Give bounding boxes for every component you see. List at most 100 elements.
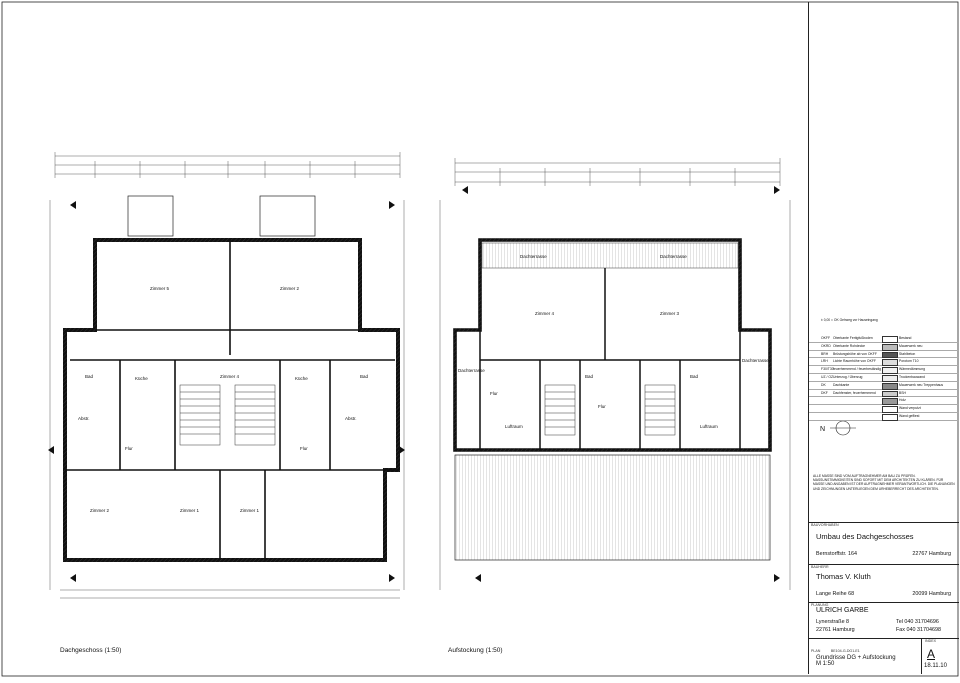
legend-swatch xyxy=(882,382,898,390)
room-label: Bad xyxy=(585,374,594,379)
legend-material: Trockenbauwand xyxy=(899,374,925,379)
planner-street: Lynerstraße 8 xyxy=(816,619,850,625)
room-label: Zimmer 3 xyxy=(660,311,679,316)
plan-caption-right: Aufstockung (1:50) xyxy=(448,647,503,654)
legend-swatch xyxy=(882,343,898,351)
client-city: 20099 Hamburg xyxy=(912,591,951,597)
dimension-lines-top xyxy=(54,152,401,178)
room-label: Bad xyxy=(360,374,369,379)
interior-walls xyxy=(479,268,741,450)
legend-material: BSH xyxy=(899,390,906,395)
legend-swatch xyxy=(882,390,898,398)
dimension-lines-side xyxy=(49,200,405,599)
plan-label: PLAN xyxy=(811,649,821,653)
outer-wall xyxy=(63,238,400,562)
disclaimer-box: ALLE MASSE SIND VOM AUFTRAGNEHMER AM BAU… xyxy=(809,474,959,524)
legend-code: DKF xyxy=(821,390,828,395)
legend-text: Dachfenster, feuerhemmend xyxy=(833,390,876,395)
plan-box: PLAN BE104-G-DG1-E1 INDEX Grundrisse DG … xyxy=(809,638,959,674)
section-markers-dg xyxy=(48,201,405,582)
legend-material: Wand gefliest xyxy=(899,413,920,418)
legend-material: Porotom T10 xyxy=(899,359,919,364)
project-street: Bernstorffstr. 164 xyxy=(816,551,857,557)
legend-code: LRH xyxy=(821,359,828,364)
planner-fax: Fax 040 31704698 xyxy=(896,627,941,633)
legend-text: Oberkante Rohdecke xyxy=(833,343,866,348)
room-label: Zimmer 1 xyxy=(180,508,199,513)
project-label: BAUVORHABEN xyxy=(811,523,839,527)
legend-material: Mauerwerk neu Treppenhaus xyxy=(899,382,944,387)
room-label: Bad xyxy=(690,374,699,379)
room-label: Dachterrasse xyxy=(660,254,687,259)
room-label: Dachterrasse xyxy=(458,368,485,373)
dimension-lines-top xyxy=(454,158,781,186)
legend-text: feuerhemmend / feuerbeständig xyxy=(833,367,882,372)
room-label: Küche xyxy=(295,376,308,381)
legend-row: DKF Dachfenster, feuerhemmend BSH xyxy=(809,390,959,398)
roof-terrace-strip xyxy=(481,242,739,269)
legend-row: Wand verputzt xyxy=(809,405,959,413)
legend-code: BRH xyxy=(821,351,829,356)
client-name: Thomas V. Kluth xyxy=(816,572,871,581)
legend-swatch xyxy=(882,374,898,382)
legend-code: F30/T30 xyxy=(821,367,834,372)
drawing-title: Grundrisse DG + Aufstockung xyxy=(816,655,896,661)
legend-note: ± 0,00 = OK Gehweg vor Hauseingang xyxy=(821,318,878,322)
legend-swatch xyxy=(882,359,898,367)
legend-material: Stahlbeton xyxy=(899,351,916,356)
room-label: Abstr. xyxy=(78,416,90,421)
room-label: Luftraum xyxy=(700,424,718,429)
planner-phone: Tel 040 31704696 xyxy=(896,619,939,625)
room-label: Flur xyxy=(598,404,606,409)
legend-swatch xyxy=(882,351,898,359)
balcony-right xyxy=(259,195,316,237)
client-label: BAUHERR xyxy=(811,565,829,569)
north-arrow: N xyxy=(820,420,856,436)
disclaimer-text: ALLE MASSE SIND VOM AUFTRAGNEHMER AM BAU… xyxy=(813,474,955,491)
plan-caption-left: Dachgeschoss (1:50) xyxy=(60,647,121,654)
room-label: Luftraum xyxy=(505,424,523,429)
section-markers-auf xyxy=(462,186,780,582)
legend-text: Brüstungshöhe ab von OKFF xyxy=(833,351,877,356)
outer-wall xyxy=(453,238,772,452)
legend-row: BRH Brüstungshöhe ab von OKFF Stahlbeton xyxy=(809,351,959,359)
legend-row: Wand gefliest xyxy=(809,413,959,421)
staircase-left xyxy=(179,384,276,446)
planner-box: PLANUNG ULRICH GARBE Lynerstraße 8 Tel 0… xyxy=(809,602,959,638)
staircase-right xyxy=(544,384,676,436)
interior-walls xyxy=(65,240,398,560)
legend-material: Wand verputzt xyxy=(899,406,921,411)
room-label: Bad xyxy=(85,374,94,379)
project-box: BAUVORHABEN Umbau des Dachgeschosses Ber… xyxy=(809,522,959,564)
legend-row: LRH Lichte Raumhöhe von OKFF Porotom T10 xyxy=(809,358,959,367)
legend-text: Oberkante Fertigfußboden xyxy=(833,336,873,340)
room-labels-dg: Zimmer 5 Zimmer 4 Zimmer 2 Zimmer 1 Zimm… xyxy=(78,286,369,513)
legend-material: Wärmedämmung xyxy=(899,367,926,372)
project-title: Umbau des Dachgeschosses xyxy=(816,532,914,541)
planner-city: 22761 Hamburg xyxy=(816,627,855,633)
room-label: Zimmer 1 xyxy=(240,508,259,513)
room-labels-auf: Zimmer 4 Zimmer 3 Dachterrasse Dachterra… xyxy=(458,254,769,429)
legend-material: Mauerwerk neu xyxy=(899,343,923,348)
room-label: Flur xyxy=(300,446,308,451)
room-label: Zimmer 4 xyxy=(535,311,554,316)
room-label: Flur xyxy=(490,391,498,396)
project-city: 22767 Hamburg xyxy=(912,551,951,557)
index-letter: A xyxy=(927,647,936,661)
legend-swatch xyxy=(882,413,898,421)
plan-aufstockung: Zimmer 4 Zimmer 3 Dachterrasse Dachterra… xyxy=(439,158,791,654)
legend-text: Lichte Raumhöhe von OKFF xyxy=(833,359,876,364)
room-label: Zimmer 5 xyxy=(150,286,169,291)
legend-text: Dachkante xyxy=(833,382,850,387)
plan-number: BE104-G-DG1-E1 xyxy=(830,649,860,653)
drawing-date: 18.11.10 xyxy=(924,663,947,669)
